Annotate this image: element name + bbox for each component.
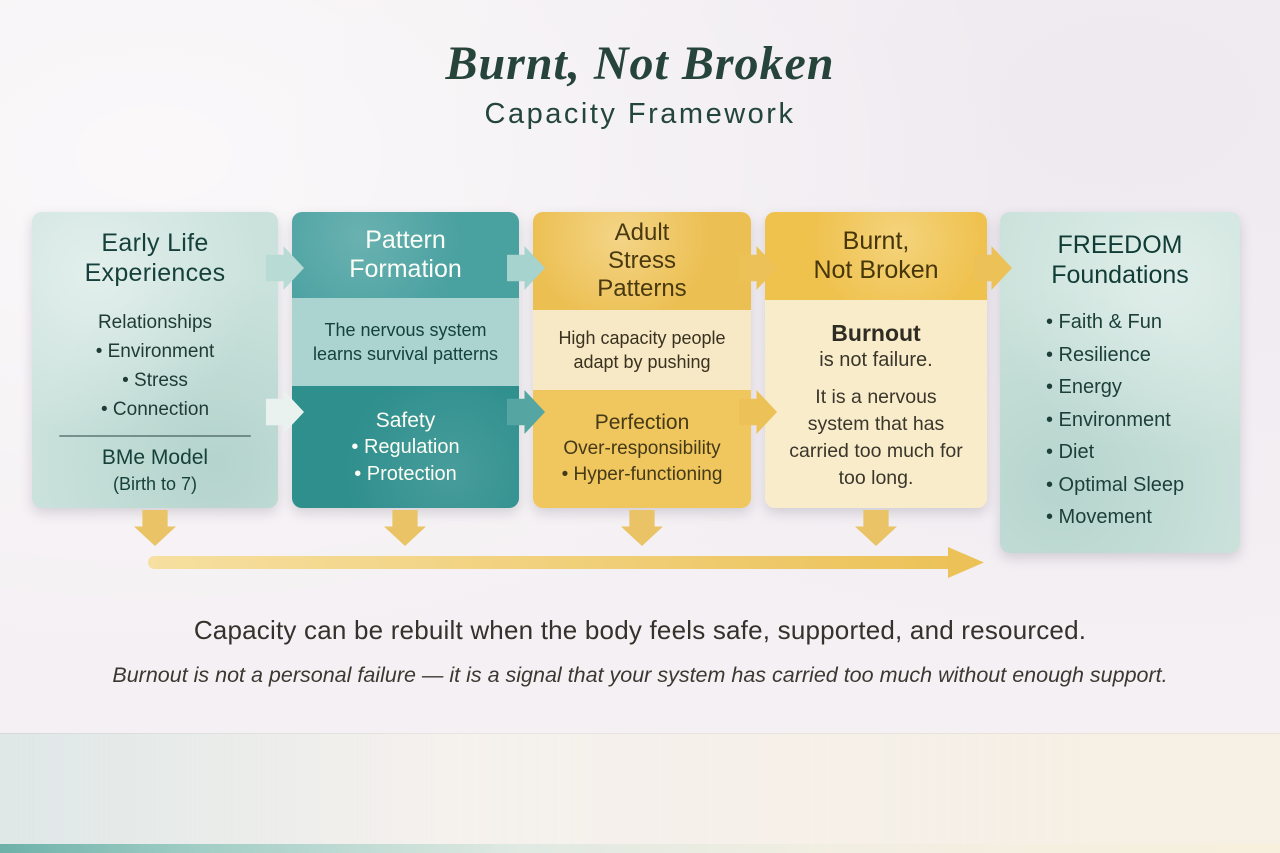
list-item: • Faith & Fun: [1046, 311, 1162, 333]
emphasis-text: Burnout: [831, 320, 921, 346]
description-line: High capacity people: [558, 328, 726, 348]
header-line: Stress: [607, 247, 676, 274]
card-freedom-foundations: FREEDOM Foundations • Faith & Fun • Resi…: [1000, 212, 1240, 553]
timeline-arrow-head-icon: [948, 547, 984, 578]
card-description: High capacity people adapt by pushing: [533, 310, 751, 390]
list-item: • Stress: [122, 370, 188, 391]
card-header: FREEDOM Foundations: [1000, 230, 1240, 290]
arrow-down-icon: [855, 510, 897, 546]
header-line: Pattern: [365, 226, 446, 254]
card-body: Burnout is not failure. It is a nervous …: [765, 300, 987, 508]
list-item: • Resilience: [1046, 343, 1151, 366]
list-item: • Environment: [95, 341, 215, 362]
header-line: Formation: [349, 255, 462, 283]
bottom-gradient-band: [0, 733, 1280, 853]
page-subtitle: Capacity Framework: [484, 98, 796, 130]
list-item: Relationships: [97, 312, 213, 333]
list-item: • Regulation: [351, 435, 460, 458]
header-line: Experiences: [84, 259, 226, 287]
card-footer: BMe Model (Birth to 7): [32, 445, 278, 497]
header-line: Patterns: [597, 275, 687, 302]
description-line: adapt by pushing: [573, 352, 711, 372]
list-item: Over-responsibility: [563, 438, 721, 459]
list-item: • Hyper-functioning: [561, 464, 723, 485]
card-header: Pattern Formation: [292, 212, 519, 298]
arrow-down-icon: [621, 510, 663, 546]
list-item: Perfection: [594, 411, 690, 434]
divider: [59, 435, 251, 437]
capacity-statement: Capacity can be rebuilt when the body fe…: [193, 615, 1087, 645]
header-line: Burnt,: [842, 227, 910, 255]
model-name: BMe Model: [101, 446, 209, 469]
header-line: Adult: [614, 219, 670, 246]
list-item: • Connection: [100, 399, 210, 420]
card-header: Early Life Experiences: [32, 228, 278, 288]
timeline-arrow-bar: [148, 556, 954, 569]
model-range: (Birth to 7): [112, 474, 198, 494]
card-early-life-experiences: Early Life Experiences Relationships • E…: [32, 212, 278, 508]
card-header: Burnt, Not Broken: [765, 212, 987, 300]
list-item: • Environment: [1046, 408, 1171, 431]
header-line: Foundations: [1051, 261, 1189, 289]
card-items: Perfection Over-responsibility • Hyper-f…: [533, 390, 751, 508]
header-line: Early Life: [101, 229, 209, 257]
card-pattern-formation: Pattern Formation The nervous system lea…: [292, 212, 519, 508]
description-line: The nervous system: [324, 320, 487, 340]
card-burnt-not-broken: Burnt, Not Broken Burnout is not failure…: [765, 212, 987, 508]
burnout-statement: Burnout is not a personal failure — it i…: [112, 663, 1168, 687]
bottom-gradient-strip: [0, 844, 1280, 853]
list-item: • Optimal Sleep: [1046, 473, 1185, 496]
list-item: • Energy: [1046, 376, 1122, 398]
description-line: learns survival patterns: [312, 344, 499, 364]
list-item: Safety: [375, 408, 436, 432]
list-item: • Protection: [354, 462, 457, 485]
body-line: is not failure.: [819, 349, 933, 371]
list-item: • Movement: [1046, 506, 1152, 528]
arrow-down-icon: [134, 510, 176, 546]
list-item: • Diet: [1046, 441, 1095, 463]
card-adult-stress-patterns: Adult Stress Patterns High capacity peop…: [533, 212, 751, 508]
card-description: The nervous system learns survival patte…: [292, 298, 519, 386]
card-items: Safety • Regulation • Protection: [292, 386, 519, 508]
header-line: FREEDOM: [1057, 231, 1183, 259]
card-items: Relationships • Environment • Stress • C…: [32, 308, 278, 424]
card-items: • Faith & Fun • Resilience • Energy • En…: [1000, 306, 1240, 534]
header-line: Not Broken: [813, 256, 939, 284]
card-header: Adult Stress Patterns: [533, 212, 751, 310]
page-title: Burnt, Not Broken: [445, 37, 835, 90]
body-paragraph: It is a nervous system that has carried …: [789, 386, 963, 489]
arrow-down-icon: [384, 510, 426, 546]
